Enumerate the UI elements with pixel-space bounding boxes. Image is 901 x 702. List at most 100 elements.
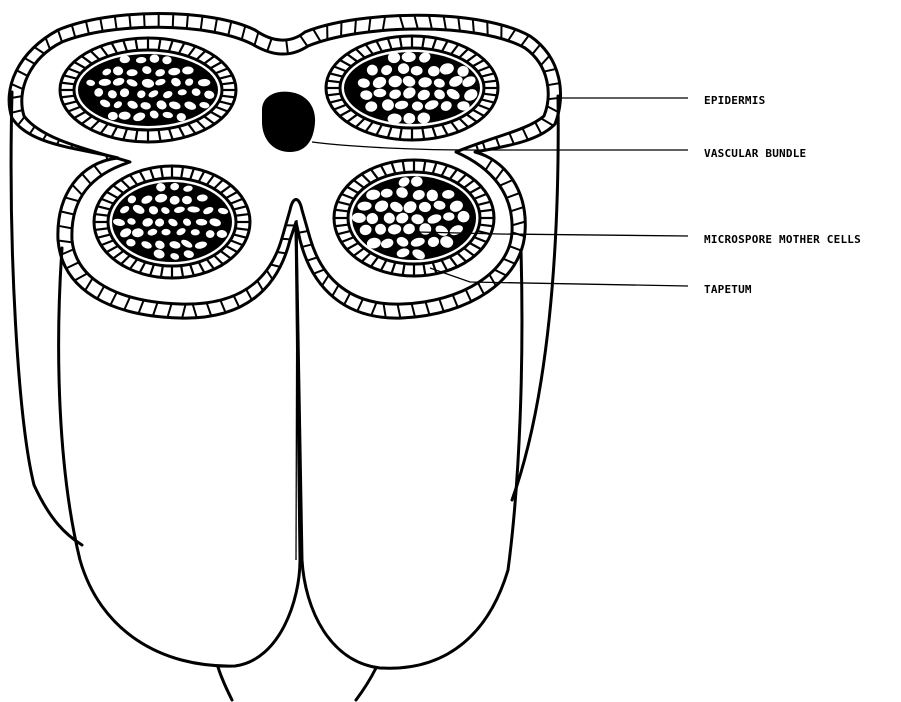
tapetum-cell-wall bbox=[459, 118, 468, 127]
tapetum-cell-wall bbox=[199, 262, 205, 273]
vascular-bundle-shape bbox=[262, 92, 315, 152]
tapetum-cell-wall bbox=[459, 49, 468, 58]
epidermis-cell-wall bbox=[34, 47, 44, 54]
epidermis-cell-wall bbox=[234, 296, 239, 308]
tapetum-cell-wall bbox=[391, 262, 395, 274]
epidermis-cell-wall bbox=[383, 303, 385, 317]
tapetum-cell-wall bbox=[135, 130, 137, 142]
tapetum-cell-wall bbox=[474, 194, 487, 199]
tapetum-cell-wall bbox=[432, 126, 436, 138]
tapetum-cell-wall bbox=[483, 81, 497, 83]
epidermis-cell-wall bbox=[398, 304, 401, 318]
tapetum-cell-wall bbox=[441, 260, 447, 271]
tapetum-cell-wall bbox=[442, 41, 448, 52]
epidermis-cell-wall bbox=[254, 32, 258, 45]
epidermis-cell-wall bbox=[322, 275, 329, 286]
epidermis-cell-wall bbox=[24, 58, 35, 64]
tapetum-cell-wall bbox=[464, 180, 475, 188]
epidermis-cell-wall bbox=[532, 44, 540, 54]
pollen-sac-upper-right bbox=[326, 36, 498, 140]
epidermis-cell-wall bbox=[371, 302, 376, 315]
tapetum-cell-wall bbox=[477, 202, 490, 205]
tapetum-cell-wall bbox=[381, 260, 387, 271]
tapetum-cell-wall bbox=[190, 168, 194, 180]
tapetum-cell-wall bbox=[233, 234, 246, 237]
epidermis-cell-wall bbox=[509, 246, 521, 250]
tapetum-cell-wall bbox=[101, 199, 114, 204]
tapetum-cell-wall bbox=[337, 231, 350, 234]
epidermis-cell-wall bbox=[473, 19, 474, 33]
epidermis-cell-wall bbox=[494, 270, 506, 276]
tapetum-cell-wall bbox=[64, 101, 77, 104]
tapetum-cell-wall bbox=[210, 62, 222, 68]
tapetum-cell-wall bbox=[473, 60, 485, 66]
tapetum-cell-wall bbox=[111, 126, 117, 137]
tapetum-cell-wall bbox=[106, 192, 118, 198]
tapetum-cell-wall bbox=[474, 237, 487, 242]
tapetum-cell-wall bbox=[220, 251, 231, 259]
label-epidermis: EPIDERMIS bbox=[704, 94, 765, 107]
epidermis-cell-wall bbox=[425, 302, 429, 315]
tapetum-cell-wall bbox=[423, 264, 425, 276]
tapetum-cell-wall bbox=[347, 54, 358, 62]
epidermis-cell-wall bbox=[271, 264, 281, 266]
tapetum-cell-wall bbox=[334, 66, 347, 71]
epidermis-cell-wall bbox=[71, 145, 72, 148]
anther-back-wall-left bbox=[11, 92, 82, 545]
tapetum-cell-wall bbox=[432, 38, 436, 50]
tapetum-cell-wall bbox=[335, 210, 349, 212]
epidermis-cell-wall bbox=[489, 274, 496, 285]
epidermis-cell-wall bbox=[30, 126, 35, 134]
epidermis-cell-wall bbox=[215, 18, 217, 32]
epidermis-cell-wall bbox=[11, 84, 23, 89]
epidermis-cell-wall bbox=[483, 142, 486, 150]
epidermis-cell-wall bbox=[535, 122, 541, 134]
epidermis-cell-wall bbox=[99, 153, 100, 154]
tapetum-cell-wall bbox=[161, 266, 163, 278]
epidermis-cell-wall bbox=[129, 15, 130, 28]
tapetum-cell-wall bbox=[169, 40, 173, 52]
tapetum-cell-wall bbox=[388, 38, 392, 50]
epidermis-cell-wall bbox=[86, 21, 89, 34]
epidermis-cell-wall bbox=[282, 239, 290, 240]
tapetum-cell-wall bbox=[433, 262, 437, 274]
tapetum-cell-wall bbox=[196, 51, 205, 60]
epidermis-cell-wall bbox=[173, 14, 174, 28]
epidermis-cell-wall bbox=[267, 270, 273, 279]
epidermis-cell-wall bbox=[106, 155, 107, 160]
tapetum-cell-wall bbox=[226, 192, 238, 198]
epidermis-cell-wall bbox=[478, 283, 484, 295]
tapetum-cell-wall bbox=[130, 259, 138, 269]
tapetum-cell-wall bbox=[457, 174, 466, 183]
epidermis-cell-wall bbox=[144, 14, 145, 28]
epidermis-cell-wall bbox=[74, 273, 87, 280]
tapetum-cell-wall bbox=[215, 68, 228, 73]
tapetum-cell-wall bbox=[354, 248, 365, 256]
epidermis-cell-wall bbox=[544, 69, 556, 72]
epidermis-cell-wall bbox=[286, 40, 288, 54]
epidermis-cell-wall bbox=[65, 197, 79, 201]
tapetum-cell-wall bbox=[204, 116, 215, 124]
epidermis-cell-wall bbox=[100, 18, 102, 31]
tapetum-cell-wall bbox=[433, 162, 437, 174]
tapetum-cell-wall bbox=[337, 202, 350, 205]
epidermis-cell-wall bbox=[277, 252, 286, 253]
tapetum-cell-wall bbox=[123, 128, 127, 140]
tapetum-cell-wall bbox=[95, 214, 109, 216]
tapetum-cell-wall bbox=[219, 75, 232, 78]
tapetum-cell-wall bbox=[106, 246, 118, 252]
tapetum-cell-wall bbox=[188, 46, 196, 56]
tapetum-cell-wall bbox=[226, 246, 238, 252]
tapetum-cell-wall bbox=[235, 228, 249, 230]
tapetum-cell-wall bbox=[169, 128, 173, 140]
tapetum-cell-wall bbox=[140, 262, 146, 273]
epidermis-cell-wall bbox=[182, 304, 186, 318]
epidermis-cell-wall bbox=[512, 222, 525, 226]
epidermis-cell-wall bbox=[167, 304, 171, 318]
epidermis-cell-wall bbox=[207, 303, 212, 316]
tapetum-cell-wall bbox=[90, 51, 99, 60]
pollen-sac-lower-left bbox=[94, 166, 250, 278]
tapetum-cell-wall bbox=[479, 225, 493, 227]
tapetum-cell-wall bbox=[97, 234, 110, 237]
